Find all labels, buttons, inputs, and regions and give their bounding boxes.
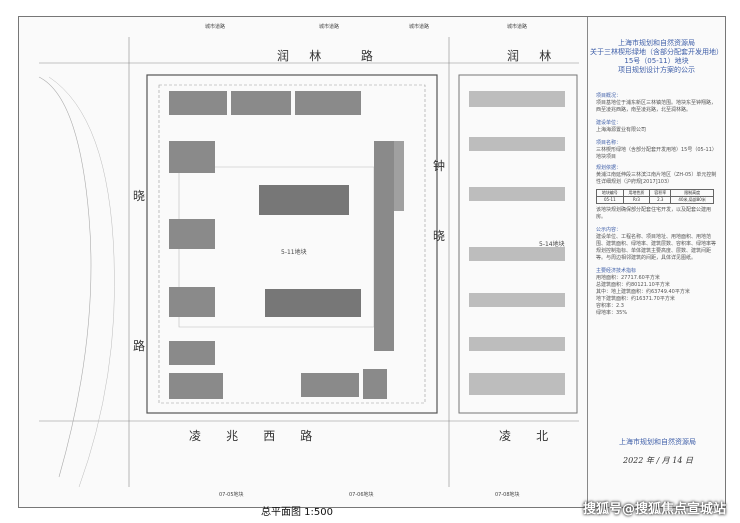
drawing-title: 总平面图 1:500 — [261, 507, 333, 518]
building — [301, 373, 359, 397]
neighbor-site — [458, 74, 578, 414]
drawing-sheet: 润 林 路 润 林 凌 兆 西 路 凌 北 晓 路 钟 晓 5-11地块 5-1… — [18, 16, 726, 518]
building — [363, 369, 387, 399]
table-header: 地块编号 — [596, 189, 624, 197]
indicator: 地下建筑面积：约16371.70平方米 — [596, 296, 675, 302]
road-name: 凌 北 — [499, 429, 550, 443]
site-label: 5-11地块 — [281, 249, 307, 256]
building — [169, 341, 215, 365]
section-title: 公示内容： — [596, 227, 622, 233]
building — [231, 91, 291, 115]
section-text: 三林楔形绿地（含部分配套开发用地）15号（05-11）地块项目 — [596, 147, 717, 160]
site-plan-drawing — [38, 37, 579, 488]
section-text: 项目基地位于浦东新区三林镇范围。地块东至钟翔路，西至凌兆西路，南至凌兆路，北至润… — [596, 100, 717, 113]
top-label: 城市道路 — [319, 24, 340, 30]
site-plan: 润 林 路 润 林 凌 兆 西 路 凌 北 晓 路 钟 晓 5-11地块 5-1… — [19, 17, 588, 507]
section-text: 建设单位、工程名称、项目地址、用地面积、用地范围、建筑面积、绿地率、建筑层数、容… — [596, 234, 717, 261]
indicator: 用地面积：27717.60平方米 — [596, 275, 660, 281]
building — [169, 219, 215, 249]
table-header: 限制高度 — [670, 189, 714, 197]
note-text: 该地块规划确保部分配套住宅开发，以及配套公建用房。 — [596, 207, 712, 220]
table-cell: 05-11 — [596, 196, 624, 204]
plot-table: 地块编号 用地性质 容积率 限制高度 05-11 Rr3 2.3 40米,局部8… — [596, 189, 714, 204]
site-boundary — [146, 74, 438, 414]
bottom-label: 07-08地块 — [495, 492, 520, 498]
indicator: 其中：地上建筑面积：约63749.40平方米 — [596, 289, 690, 295]
issuer: 上海市规划和自然资源局 — [618, 39, 695, 47]
bottom-label: 07-06地块 — [349, 492, 374, 498]
section-text: 上海海源置业有限公司 — [596, 127, 647, 133]
road-name: 晓 — [433, 229, 447, 243]
section-title: 规划依据： — [596, 165, 622, 171]
signature: 上海市规划和自然资源局 — [619, 438, 696, 446]
section-title: 项目概况： — [596, 93, 622, 99]
subject-line: 15号（05-11）地块 — [624, 57, 689, 65]
building — [169, 287, 215, 317]
road-name: 路 — [133, 339, 147, 353]
table-header: 容积率 — [649, 189, 672, 197]
section-title: 主要经济技术指标 — [596, 268, 637, 274]
road-name: 凌 兆 西 路 — [189, 429, 314, 443]
top-label: 城市道路 — [409, 24, 430, 30]
road-name: 润 林 — [507, 49, 553, 63]
building — [394, 141, 404, 211]
section-text: 黄浦江南延伸段三林滨江南片地区（ZH-05）单元控制性详细规划（沪府规[2017… — [596, 172, 717, 185]
building — [265, 289, 361, 317]
notice-header: 上海市规划和自然资源局 关于三林楔形绿地（含部分配套开发用地） 15号（05-1… — [588, 39, 725, 75]
subject-line: 项目规划设计方案的公示 — [618, 66, 695, 74]
indicator: 总建筑面积：约80121.10平方米 — [596, 282, 670, 288]
subject-line: 关于三林楔形绿地（含部分配套开发用地） — [590, 48, 723, 56]
indicator: 容积率：2.3 — [596, 303, 624, 309]
section-title: 项目名称： — [596, 140, 622, 146]
neighbor-site-label: 5-14地块 — [539, 241, 565, 248]
bottom-label: 07-05地块 — [219, 492, 244, 498]
top-label: 城市道路 — [205, 24, 226, 30]
top-label: 城市道路 — [507, 24, 528, 30]
road-name: 钟 — [433, 159, 447, 173]
table-header: 用地性质 — [622, 189, 651, 197]
building — [169, 373, 223, 399]
notice-panel: 上海市规划和自然资源局 关于三林楔形绿地（含部分配套开发用地） 15号（05-1… — [588, 17, 725, 507]
date: 2022 年 / 月 14 日 — [623, 456, 693, 465]
building — [169, 141, 215, 173]
building — [374, 141, 394, 351]
watermark: 搜狐号@搜狐焦点宣城站 — [582, 502, 726, 517]
road-name: 晓 — [133, 189, 147, 203]
road-name: 润 林 路 — [277, 49, 374, 63]
building — [295, 91, 361, 115]
building — [259, 185, 349, 215]
table-cell: Rr3 — [622, 196, 651, 204]
section-title: 建设单位： — [596, 120, 622, 126]
building — [169, 91, 227, 115]
table-cell: 40米,局部80米 — [670, 196, 714, 204]
table-cell: 2.3 — [649, 196, 672, 204]
indicator: 绿地率：35% — [596, 310, 628, 316]
setback-line — [158, 84, 426, 404]
